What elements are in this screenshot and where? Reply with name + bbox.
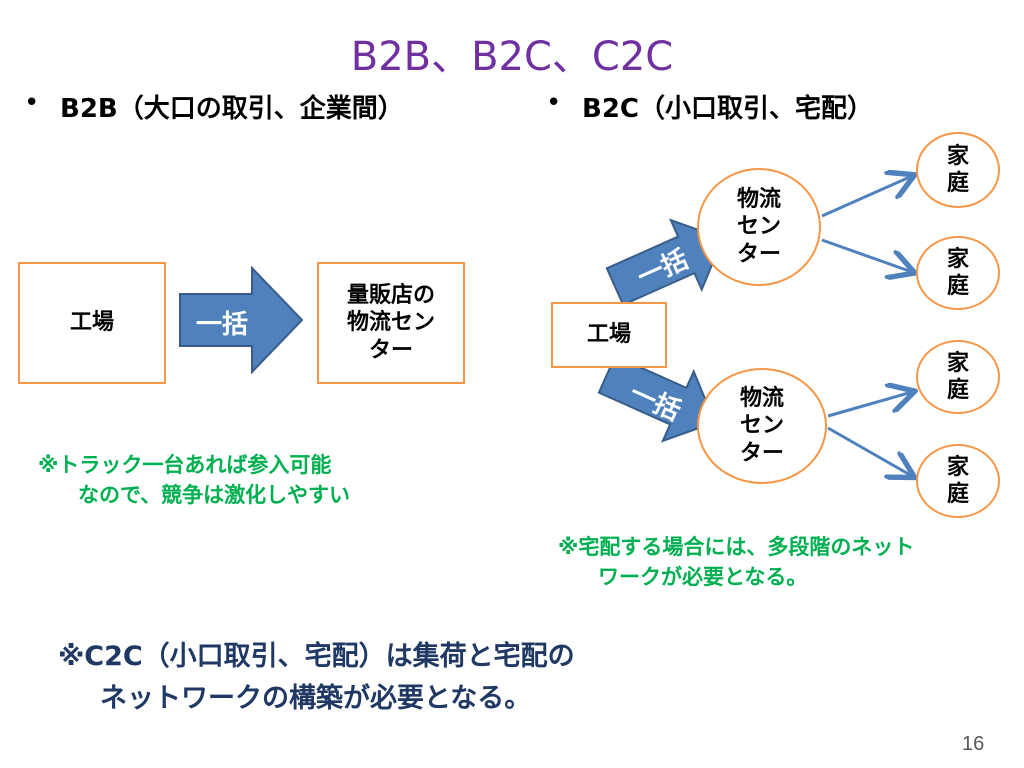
center-top-line3: ター <box>736 241 781 267</box>
b2c-note-line1: ※宅配する場合には、多段階のネット <box>558 535 915 559</box>
b2c-note-line2: ワークが必要となる。 <box>598 565 808 590</box>
center-top-line2: セン <box>736 214 781 240</box>
bullet-dot-left: • <box>24 88 40 118</box>
b2c-home-1: 家 庭 <box>916 132 1000 208</box>
center-top-line1: 物流 <box>736 186 781 212</box>
home-3-line2: 庭 <box>946 378 969 403</box>
b2b-factory-label: 工場 <box>69 310 114 336</box>
b2c-bulk-arrow-bottom-shape <box>597 354 717 443</box>
home-2-line2: 庭 <box>946 274 969 299</box>
b2c-distribution-center-top: 物流 セン ター <box>697 168 821 286</box>
b2b-target-line2: 物流セン <box>346 310 435 336</box>
home-4-line1: 家 <box>946 454 969 480</box>
b2c-home-3: 家 庭 <box>916 340 1000 414</box>
home-4-line2: 庭 <box>946 482 969 507</box>
b2c-distribution-center-bottom: 物流 セン ター <box>697 368 827 484</box>
center-bottom-line2: セン <box>739 413 784 439</box>
connector-top-center-home1 <box>821 176 912 218</box>
connector-top-center-home2 <box>821 238 912 272</box>
home-1-line1: 家 <box>946 143 969 169</box>
home-3-line1: 家 <box>946 350 969 376</box>
c2c-note-line1: ※C2C（小口取引、宅配）は集荷と宅配の <box>58 641 575 672</box>
b2c-factory-box: 工場 <box>551 302 667 368</box>
c2c-note: ※C2C（小口取引、宅配）は集荷と宅配の ネットワークの構築が必要となる。 <box>58 636 575 720</box>
b2b-factory-box: 工場 <box>18 262 166 384</box>
b2b-note-line1: ※トラック一台あれば参入可能 <box>38 453 332 477</box>
c2c-note-line2: ネットワークの構築が必要となる。 <box>100 682 532 714</box>
b2c-factory-label: 工場 <box>586 322 631 348</box>
heading-b2c: B2C（小口取引、宅配） <box>582 94 873 124</box>
connector-bottom-center-home3 <box>827 392 912 418</box>
b2b-bulk-arrow-label: 一括 <box>196 310 249 340</box>
b2b-target-line1: 量販店の <box>346 282 435 308</box>
page-number: 16 <box>962 733 985 755</box>
b2b-note-line2: なので、競争は激化しやすい <box>78 483 350 508</box>
center-bottom-line1: 物流 <box>739 385 784 411</box>
b2c-note: ※宅配する場合には、多段階のネット ワークが必要となる。 <box>558 532 914 593</box>
home-1-line2: 庭 <box>946 171 969 196</box>
connector-bottom-center-home4 <box>827 426 912 476</box>
home-2-line1: 家 <box>946 246 969 272</box>
bullet-dot-right: • <box>546 88 562 118</box>
b2b-note: ※トラック一台あれば参入可能 なので、競争は激化しやすい <box>38 450 350 511</box>
b2b-retailer-center-box: 量販店の 物流セン ター <box>317 262 465 384</box>
b2b-bulk-arrow-shape <box>179 265 304 375</box>
center-bottom-line3: ター <box>739 440 784 466</box>
b2c-home-2: 家 庭 <box>916 236 1000 310</box>
b2b-target-line3: ター <box>368 337 413 363</box>
heading-b2b: B2B（大口の取引、企業間） <box>60 94 404 124</box>
slide-title: B2B、B2C、C2C <box>350 34 674 80</box>
b2c-home-4: 家 庭 <box>916 444 1000 518</box>
